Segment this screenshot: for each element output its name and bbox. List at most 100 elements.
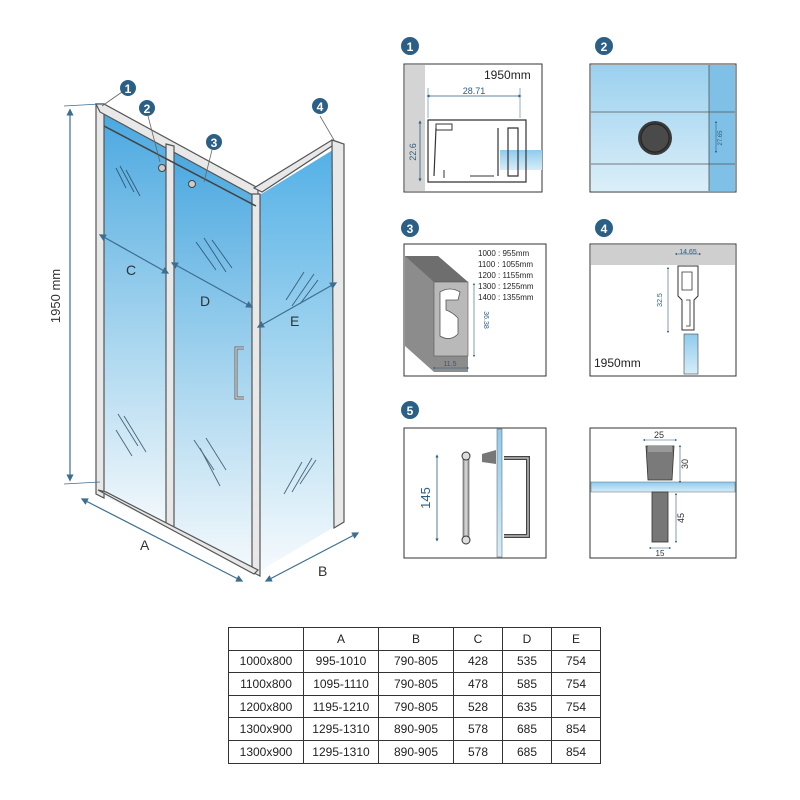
cell-size: 1200x800 — [228, 694, 304, 719]
detail-2-badge: 2 — [601, 40, 608, 54]
header-e: E — [551, 627, 601, 651]
detail-2: 2 27.65 — [589, 37, 737, 193]
e-dimension: E — [256, 282, 338, 329]
cell-size: 1100x800 — [228, 672, 304, 696]
header-c: C — [453, 627, 503, 651]
detail-6-top-dim: 25 — [654, 430, 664, 440]
cell-d: 685 — [502, 739, 552, 764]
cell-b: 790-805 — [378, 672, 454, 696]
cell-c: 528 — [453, 694, 503, 719]
detail-3-row-4: 1400 : 1355mm — [478, 293, 534, 302]
cell-a: 1295-1310 — [303, 717, 379, 741]
svg-text:1: 1 — [125, 82, 132, 96]
cell-a: 1295-1310 — [303, 739, 379, 764]
cell-a: 1195-1210 — [303, 694, 379, 719]
callout-2: 2 — [139, 100, 161, 163]
detail-3-badge: 3 — [407, 222, 414, 236]
wall-profile-left — [95, 103, 105, 499]
cell-e: 854 — [551, 717, 601, 741]
table-row: 1100x800 1095-1110 790-805 478 585 754 — [228, 672, 601, 696]
label-b: B — [318, 563, 327, 579]
detail-3-row-2: 1200 : 1155mm — [478, 271, 533, 280]
wall-profile-right — [331, 139, 345, 530]
detail-3-h-dim: 36.38 — [482, 311, 489, 329]
detail-4: 4 14.65 32.5 1950mm — [589, 219, 737, 377]
cell-e: 854 — [551, 739, 601, 764]
detail-1-height: 1950mm — [484, 68, 531, 82]
detail-6-dim-30: 30 — [680, 459, 690, 469]
cell-e: 754 — [551, 694, 601, 719]
corner-post — [251, 193, 261, 577]
callout-4: 4 — [312, 98, 335, 141]
roller-right — [188, 180, 196, 188]
roller-left — [158, 164, 166, 172]
table-row: 1300x900 1295-1310 890-905 578 685 854 — [228, 717, 601, 741]
depth-b-dimension: B — [264, 532, 360, 582]
detail-6-dim-45: 45 — [676, 513, 686, 523]
label-e: E — [290, 313, 299, 329]
cell-size: 1300x900 — [228, 739, 304, 764]
detail-4-badge: 4 — [601, 222, 608, 236]
shower-enclosure: 1950 mm A B C D E 1 — [48, 80, 360, 582]
cell-size: 1000x800 — [228, 649, 304, 674]
cell-c: 478 — [453, 672, 503, 696]
width-a-dimension: A — [80, 498, 244, 582]
detail-3: 3 1000 : 955mm 1100 : 1055mm 1200 : 1155… — [401, 219, 547, 377]
cell-b: 890-905 — [378, 717, 454, 741]
detail-4-top-dim: 14.65 — [679, 249, 697, 256]
cell-d: 585 — [502, 672, 552, 696]
cell-d: 635 — [502, 694, 552, 719]
table-row: 1200x800 1195-1210 790-805 528 635 754 — [228, 694, 601, 719]
detail-6-dim-15: 15 — [656, 549, 665, 558]
cell-e: 754 — [551, 649, 601, 674]
header-d: D — [502, 627, 552, 651]
cell-d: 535 — [502, 649, 552, 674]
detail-5-dim: 145 — [418, 487, 433, 509]
detail-1: 1 1950mm 28.71 22.6 — [401, 37, 543, 193]
cell-c: 578 — [453, 717, 503, 741]
detail-1-height-dim: 22.6 — [408, 143, 418, 161]
detail-4-side-dim: 32.5 — [657, 293, 664, 307]
detail-6: 25 30 45 15 — [589, 427, 737, 559]
detail-2-dim: 27.65 — [718, 130, 724, 146]
table-row: 1000x800 995-1010 790-805 428 535 754 — [228, 649, 601, 674]
detail-3-w-dim: 11.5 — [443, 361, 456, 368]
cell-c: 428 — [453, 649, 503, 674]
callout-1: 1 — [101, 80, 136, 107]
detail-3-row-1: 1100 : 1055mm — [478, 260, 533, 269]
svg-text:3: 3 — [211, 136, 218, 150]
label-a: A — [140, 537, 150, 553]
cell-d: 685 — [502, 717, 552, 741]
detail-4-height: 1950mm — [594, 356, 641, 370]
cell-a: 1095-1110 — [303, 672, 379, 696]
detail-1-width-dim: 28.71 — [463, 86, 486, 96]
cell-e: 754 — [551, 672, 601, 696]
cell-c: 578 — [453, 739, 503, 764]
header-b: B — [378, 627, 454, 651]
table-row: 1300x900 1295-1310 890-905 578 685 854 — [228, 739, 601, 764]
cell-b: 790-805 — [378, 694, 454, 719]
label-d: D — [200, 293, 210, 309]
svg-text:4: 4 — [317, 100, 324, 114]
fixed-glass-panel — [100, 112, 168, 528]
table-header-row: A B C D E — [228, 627, 601, 651]
cell-size: 1300x900 — [228, 717, 304, 741]
c-dimension: C — [98, 234, 170, 278]
cell-b: 790-805 — [378, 649, 454, 674]
side-glass-panel — [258, 148, 336, 572]
callout-3: 3 — [203, 134, 222, 183]
detail-5-badge: 5 — [407, 404, 414, 418]
cell-b: 890-905 — [378, 739, 454, 764]
top-rail — [95, 103, 259, 200]
cell-a: 995-1010 — [303, 649, 379, 674]
detail-3-row-3: 1300 : 1255mm — [478, 282, 534, 291]
height-label: 1950 mm — [48, 269, 63, 323]
door-stile — [165, 143, 175, 529]
size-table: A B C D E 1000x800 995-1010 790-805 428 … — [228, 627, 601, 764]
svg-text:2: 2 — [144, 102, 151, 116]
detail-1-badge: 1 — [407, 40, 414, 54]
header-a: A — [303, 627, 379, 651]
sliding-door-glass — [172, 150, 254, 570]
detail-3-row-0: 1000 : 955mm — [478, 249, 529, 258]
